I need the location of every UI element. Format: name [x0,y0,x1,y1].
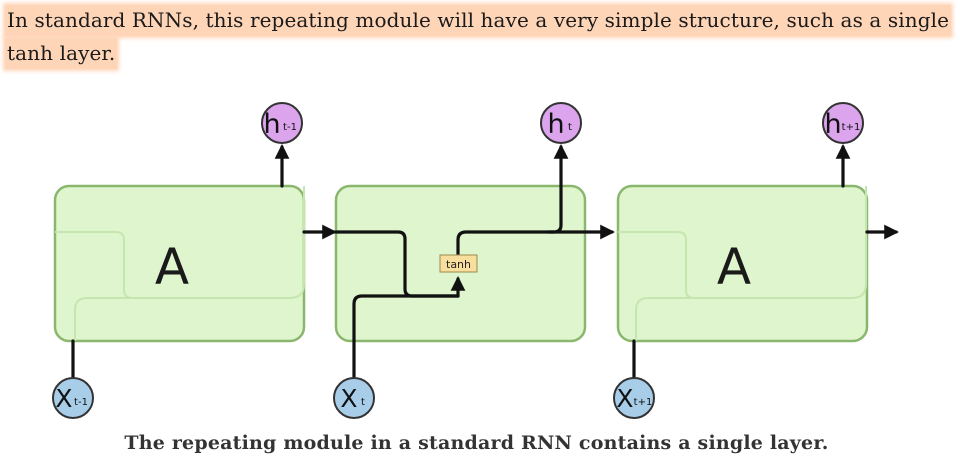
module-1-label: A [155,238,189,296]
svg-text:t-1: t-1 [74,397,88,408]
svg-text:h: h [547,109,564,140]
output-node-h-t: h t [540,102,582,144]
module-3-inner-lines [618,186,867,341]
figure-caption: The repeating module in a standard RNN c… [124,432,829,454]
svg-text:h: h [263,109,280,140]
body-paragraph: In standard RNNs, this repeating module … [5,4,953,70]
svg-text:X: X [340,384,357,413]
svg-text:h: h [824,109,841,140]
module-3-label: A [717,238,751,296]
svg-text:t: t [568,122,572,133]
output-node-h-t-minus-1: h t-1 [261,102,303,144]
module-1: A [53,184,306,343]
svg-text:t+1: t+1 [842,122,861,133]
input-node-x-t: X t [333,377,375,419]
tanh-out-line [456,224,615,256]
input-node-x-t-plus-1: X t+1 [613,377,655,419]
input-to-tanh-line [352,294,460,383]
output-node-h-t-plus-1: h t+1 [822,102,864,144]
ht-output-arrow [546,144,569,234]
svg-text:t-1: t-1 [283,122,297,133]
svg-text:X: X [55,384,72,413]
module-3: A [616,184,869,343]
svg-text:t+1: t+1 [634,397,653,408]
tanh-label: tanh [446,258,471,271]
svg-text:t: t [361,397,365,408]
module-1-inner-lines [55,186,305,341]
svg-text:X: X [616,384,633,413]
tanh-layer: tanh [439,254,478,273]
input-node-x-t-minus-1: X t-1 [52,377,94,419]
